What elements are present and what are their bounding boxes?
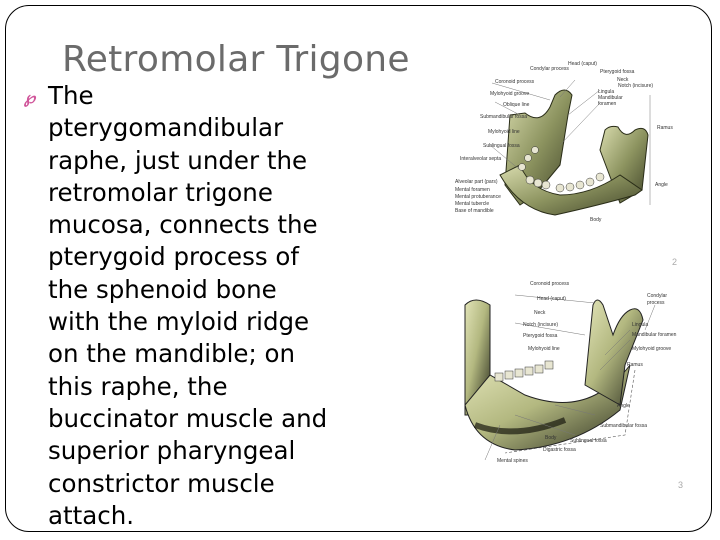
label-submandibular: Submandibular fossa (480, 114, 527, 120)
label-sublingual: Sublingual fossa (483, 143, 520, 149)
label-neck: Neck (534, 310, 546, 316)
label-foramen: foramen (598, 101, 617, 107)
body-line: the sphenoid bone (48, 274, 277, 304)
body-line: retromolar trigone (48, 177, 273, 207)
label-mylohyoid-line: Mylohyoid line (488, 129, 520, 135)
label-condylar: Condylar process (530, 66, 569, 72)
body-line: buccinator muscle and (48, 403, 328, 433)
label-angle: Angle (655, 182, 668, 188)
figure-page-mark: 2 (672, 257, 678, 267)
label-notch: Notch (incisure) (523, 322, 559, 328)
label-lingula: Lingula (598, 89, 615, 95)
body-line: pterygoid process of (48, 242, 300, 272)
label-mandibular: Mandibular (598, 95, 623, 101)
body-line: pterygomandibular (48, 113, 284, 143)
body-line: mucosa, connects the (48, 210, 318, 240)
slide-frame (5, 5, 712, 532)
label-base: Base of mandible (455, 208, 494, 214)
mandible-medial-figure: Coronoid process Head (caput) Condylar p… (455, 275, 690, 475)
label-ramus: Ramus (657, 125, 673, 131)
label-mental-tubercle: Mental tubercle (455, 201, 490, 207)
label-condylar-process: process (647, 300, 665, 306)
label-condylar: Condylar (647, 293, 668, 299)
label-submandibular: Submandibular fossa (600, 423, 647, 429)
mandible-illustration-icon (464, 294, 656, 461)
body-line: constrictor muscle (48, 468, 275, 498)
body-line: superior pharyngeal (48, 436, 296, 466)
mandible-illustration-icon (489, 79, 651, 216)
label-head: Head (caput) (537, 296, 566, 302)
label-body: Body (590, 217, 602, 223)
label-mental-spines: Mental spines (497, 458, 528, 464)
label-digastric: Digastric fossa (543, 447, 576, 453)
label-coronoid: Coronoid process (495, 79, 535, 85)
label-mylohyoid-line: Mylohyoid line (528, 346, 560, 352)
body-line: on the mandible; on (48, 339, 296, 369)
label-head: Head (caput) (568, 61, 597, 67)
label-coronoid: Coronoid process (530, 281, 570, 287)
body-line: this raphe, the (48, 371, 228, 401)
figure-page-mark: 3 (678, 480, 684, 490)
label-interalveolar: Interalveolar septa (460, 156, 502, 162)
mandible-lateral-figure: Head (caput) Condylar process Pterygoid … (450, 55, 680, 225)
slide-title: Retromolar Trigone (62, 39, 410, 80)
body-line: The (48, 81, 94, 110)
label-notch: Notch (incisure) (618, 83, 654, 89)
label-mandibular-foramen: Mandibular foramen (632, 332, 677, 338)
label-neck: Neck (617, 77, 629, 83)
body-line: attach. (48, 500, 135, 530)
label-mental-foramen: Mental foramen (455, 187, 490, 193)
label-angle: Angle (617, 403, 630, 409)
bullet-text: The pterygomandibular raphe, just under … (48, 80, 398, 532)
label-mental-protuberance: Mental protuberance (455, 194, 501, 200)
label-ramus: Ramus (627, 362, 643, 368)
label-lingula: Lingula (632, 322, 649, 328)
label-alveolar: Alveolar part (pars) (455, 179, 498, 185)
label-pterygoid: Pterygoid fossa (523, 333, 558, 339)
floral-bullet-icon: ℘ (24, 88, 36, 107)
label-mylohyoid-groove: Mylohyoid groove (632, 346, 672, 352)
label-pterygoid-fossa: Pterygoid fossa (600, 69, 635, 75)
label-body: Body (545, 435, 557, 441)
label-sublingual: Sublingual fossa (570, 438, 607, 444)
body-line: with the myloid ridge (48, 307, 310, 337)
label-mylohyoid-groove: Mylohyoid groove (490, 91, 530, 97)
body-line: raphe, just under the (48, 145, 308, 175)
label-oblique: Oblique line (503, 102, 530, 108)
